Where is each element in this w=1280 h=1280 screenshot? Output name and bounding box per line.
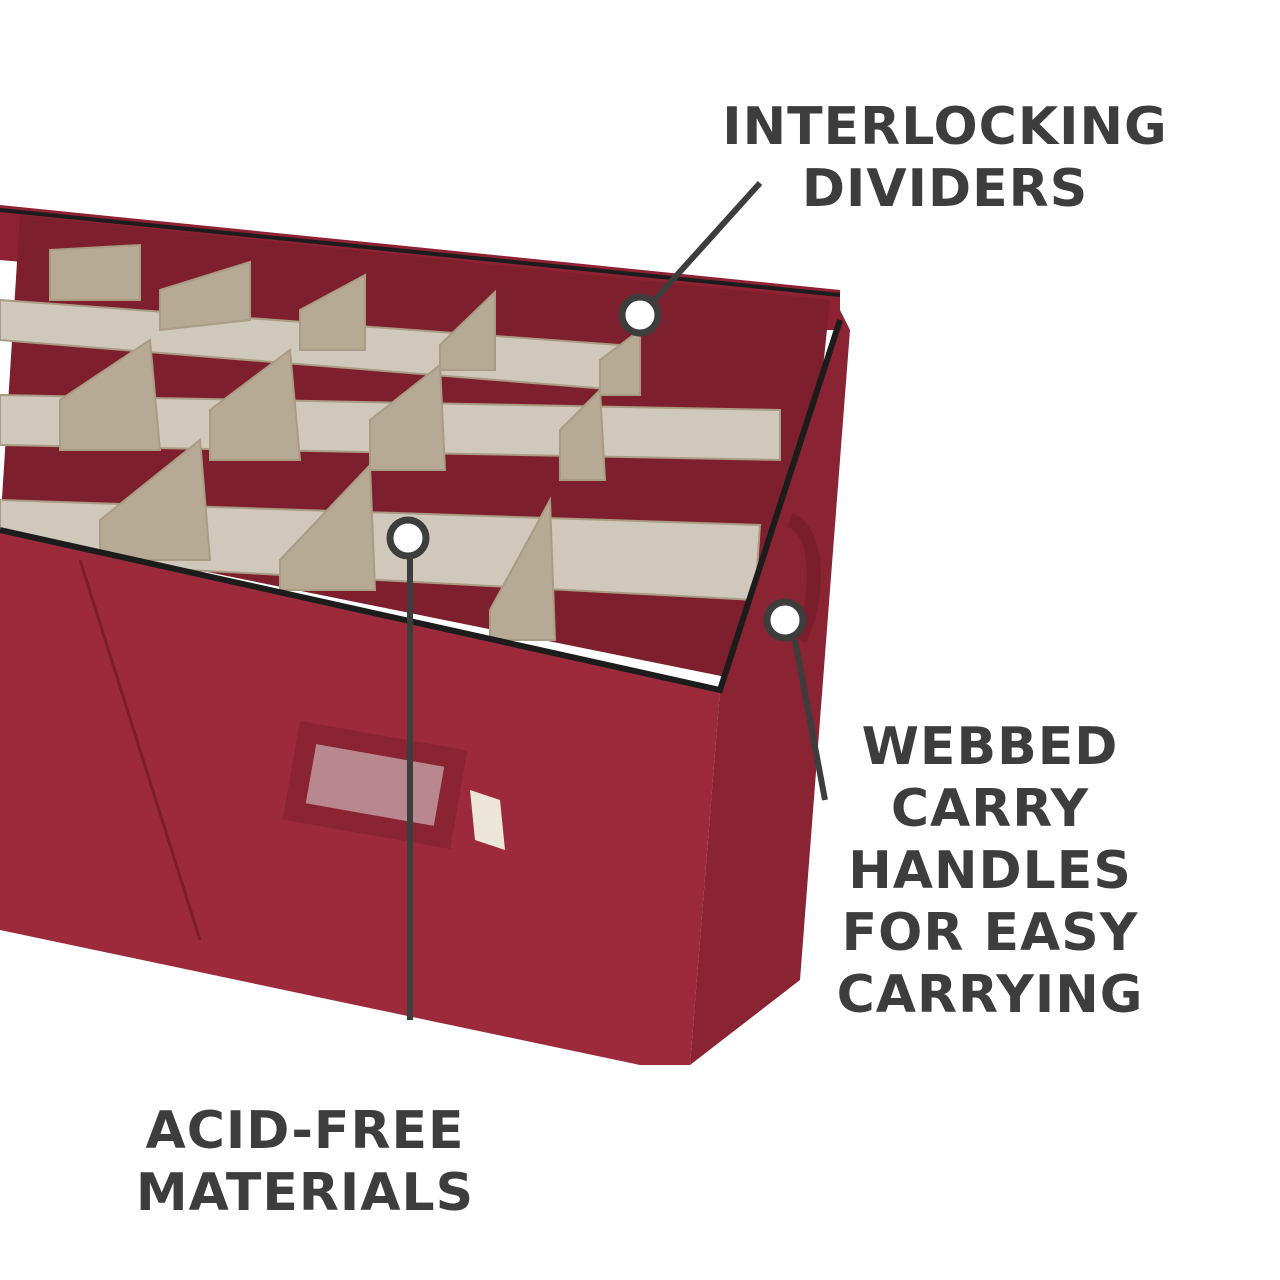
callout-text: HANDLES [848,841,1132,901]
callout-text: DIVIDERS [801,159,1089,219]
callout-webbed-handles: WEBBED CARRY HANDLES FOR EASY CARRYING [820,716,1160,1026]
callout-acid-free: ACID-FREE MATERIALS [120,1100,490,1224]
carry-handle [786,513,821,644]
callout-markers [386,293,807,642]
zipper [0,319,843,694]
callout-text: FOR EASY [841,903,1139,963]
callout-text: INTERLOCKING [722,97,1168,157]
dividers [0,243,781,641]
box-side-panel [690,310,850,1065]
marker-handles [763,598,807,642]
callout-interlocking-dividers: INTERLOCKING DIVIDERS [700,96,1190,220]
callout-lines [407,180,828,1020]
callout-text: CARRYING [836,965,1144,1025]
marker-interlocking [618,293,662,337]
marker-acid-free [386,516,430,560]
callout-text: MATERIALS [135,1163,475,1223]
callout-text: CARRY [890,779,1090,839]
brand-tag [470,790,505,850]
callout-text: WEBBED [861,717,1119,777]
callout-text: ACID-FREE [145,1101,465,1161]
